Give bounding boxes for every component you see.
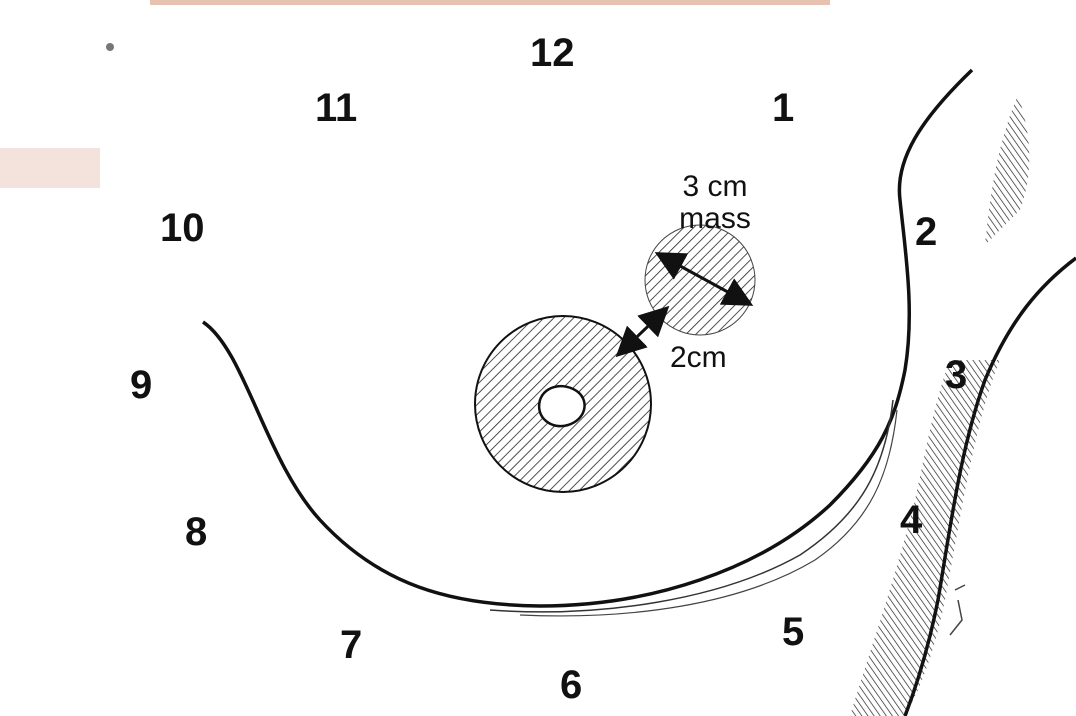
distance-arrow bbox=[620, 310, 665, 353]
clock-label-3: 3 bbox=[945, 355, 967, 395]
clock-label-5: 5 bbox=[782, 612, 804, 652]
clock-label-4: 4 bbox=[900, 500, 922, 540]
clock-label-8: 8 bbox=[185, 512, 207, 552]
top-skin-strip bbox=[150, 0, 830, 5]
clock-label-9: 9 bbox=[130, 365, 152, 405]
mass-size-label: 3 cm mass bbox=[650, 172, 780, 234]
left-skin-patch bbox=[0, 148, 100, 188]
mass bbox=[645, 225, 755, 335]
clock-label-2: 2 bbox=[915, 212, 937, 252]
mass-size-line1: 3 cm bbox=[650, 172, 780, 202]
upper-arm-hatching bbox=[985, 95, 1029, 245]
clock-label-7: 7 bbox=[340, 625, 362, 665]
clock-label-1: 1 bbox=[772, 88, 794, 128]
distance-label: 2cm bbox=[670, 343, 727, 373]
arm-mark bbox=[950, 585, 965, 635]
corner-dot bbox=[106, 43, 114, 51]
nipple bbox=[539, 386, 584, 426]
clock-label-11: 11 bbox=[315, 88, 357, 128]
clock-label-6: 6 bbox=[560, 665, 582, 705]
mass-size-line2: mass bbox=[650, 204, 780, 234]
clock-label-10: 10 bbox=[160, 208, 205, 248]
clock-label-12: 12 bbox=[530, 33, 575, 73]
axilla-hatching bbox=[850, 360, 1000, 716]
